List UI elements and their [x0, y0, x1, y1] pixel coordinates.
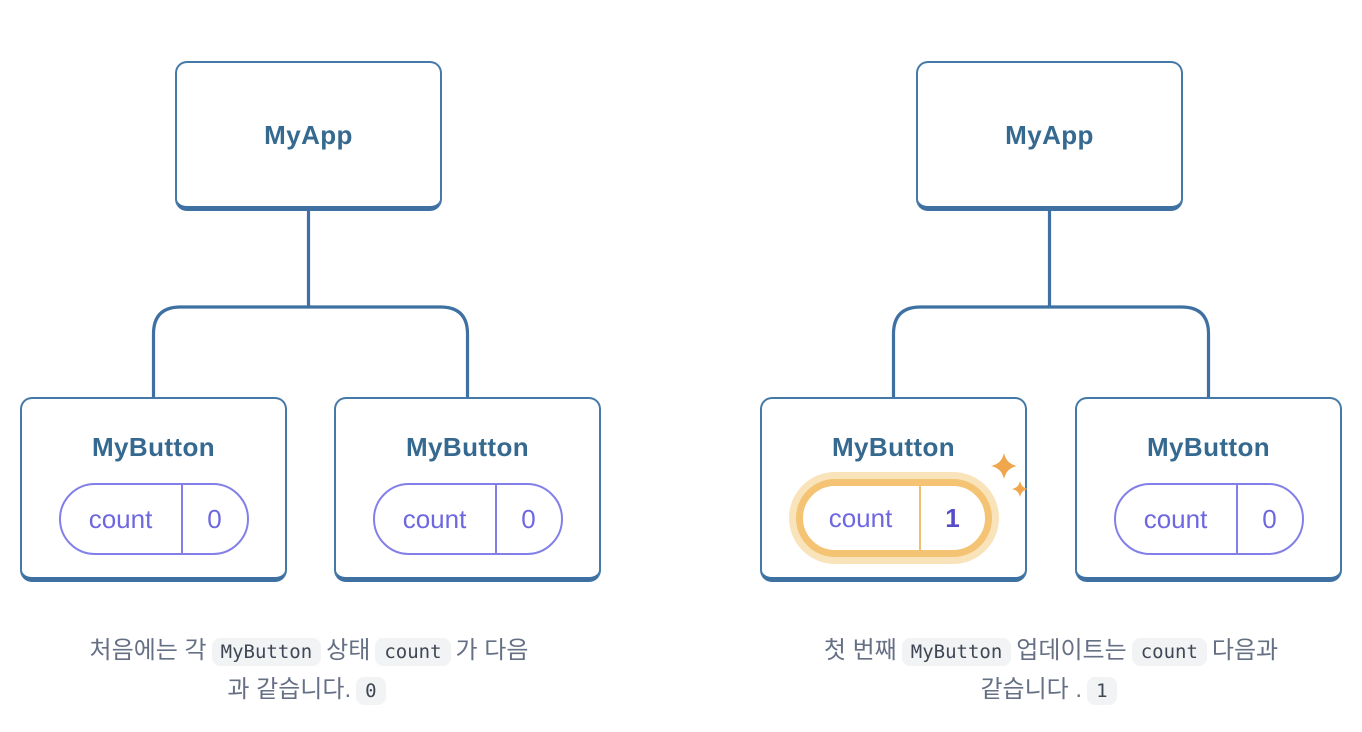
state-key: count: [402, 503, 467, 534]
caption-text: 과 같습니다.: [227, 676, 352, 703]
button-node-label: MyButton: [91, 432, 216, 462]
button-node-label: MyButton: [405, 432, 530, 462]
state-key: count: [88, 503, 153, 534]
caption-text: 가 다음: [455, 637, 529, 664]
button-node-initial-2: MyButton count 0: [334, 397, 601, 582]
app-node-label: MyApp: [264, 119, 353, 150]
state-pill-highlighted: count 1: [795, 453, 1028, 557]
button-node-initial-1: MyButton count 0: [20, 397, 287, 582]
caption-code-mybutton: MyButton: [901, 638, 1012, 666]
caption-text: 첫 번째: [823, 637, 897, 664]
app-node-updated: MyApp: [916, 61, 1183, 211]
caption-code-value: 0: [356, 677, 386, 705]
state-pill: count 0: [58, 462, 249, 555]
state-key: count: [828, 502, 893, 533]
app-node-label: MyApp: [1005, 119, 1094, 150]
caption-code-count: count: [1131, 638, 1207, 666]
button-node-label: MyButton: [1146, 432, 1271, 462]
state-value: 1: [918, 486, 985, 550]
tree-connector-right: [891, 210, 1211, 398]
caption-text: 처음에는 각: [89, 637, 207, 664]
state-value: 0: [180, 485, 247, 553]
caption-text: 업데이트는: [1016, 637, 1127, 664]
sparkles-icon: [990, 453, 1028, 497]
caption-code-value: 1: [1087, 677, 1117, 705]
state-pill: count 0: [1113, 462, 1304, 555]
state-value: 0: [494, 485, 561, 553]
caption-text: 같습니다 .: [980, 676, 1083, 703]
tree-connector-left: [151, 210, 470, 398]
state-key: count: [1143, 503, 1208, 534]
app-node-initial: MyApp: [175, 61, 442, 211]
button-node-updated-1: MyButton count 1: [760, 397, 1028, 582]
state-value: 0: [1235, 485, 1302, 553]
button-node-label: MyButton: [831, 432, 956, 462]
caption-text: 상태: [326, 637, 371, 664]
caption-text: 다음과: [1211, 637, 1279, 664]
caption-code-mybutton: MyButton: [211, 638, 322, 666]
state-pill: count 0: [372, 462, 563, 555]
button-node-updated-2: MyButton count 0: [1075, 397, 1342, 582]
caption-code-count: count: [375, 638, 451, 666]
